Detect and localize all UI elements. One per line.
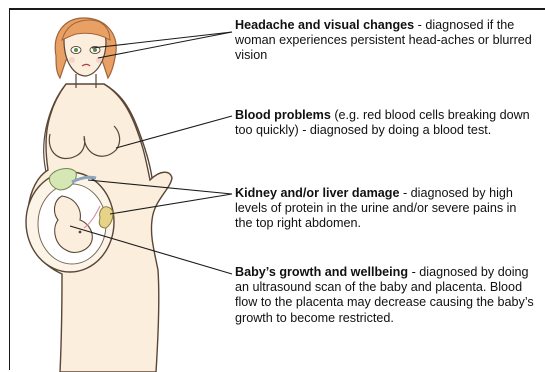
note-kidney-liver-title: Kidney and/or liver damage: [235, 186, 399, 200]
navel: [79, 231, 82, 234]
note-kidney-liver: Kidney and/or liver damage - diagnosed b…: [235, 186, 535, 232]
note-baby-growth: Baby’s growth and wellbeing - diagnosed …: [235, 265, 535, 326]
note-headache-title: Headache and visual changes: [235, 18, 414, 32]
note-headache: Headache and visual changes - diagnosed …: [235, 18, 535, 64]
note-blood-problems: Blood problems (e.g. red blood cells bre…: [235, 108, 535, 138]
left-cheek: [69, 57, 75, 63]
left-pupil: [74, 48, 78, 52]
note-baby-growth-title: Baby’s growth and wellbeing: [235, 265, 408, 279]
right-pupil: [93, 48, 97, 52]
note-blood-problems-title: Blood problems: [235, 108, 331, 122]
